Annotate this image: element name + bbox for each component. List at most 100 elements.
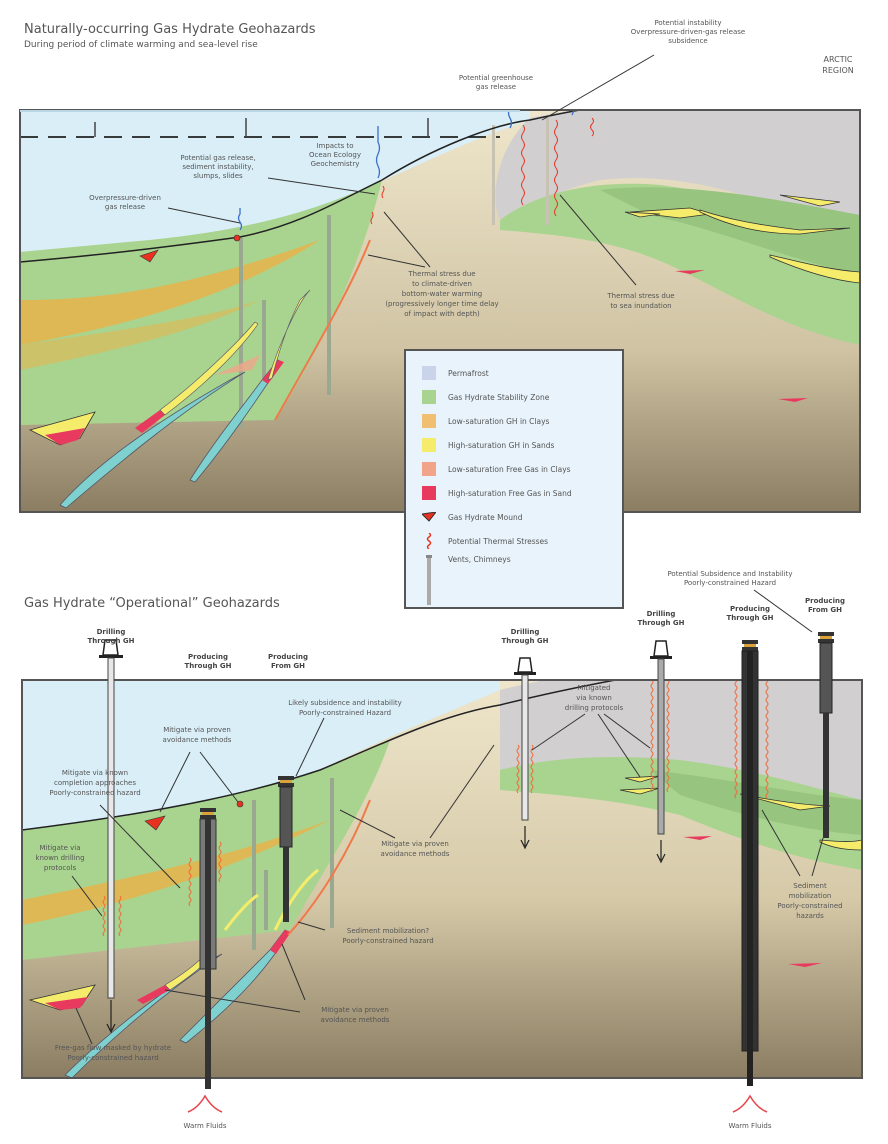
leader-line [167,207,241,224]
leader-line [281,943,306,1001]
wellhead-band [744,644,756,647]
thermal-stress-icon [516,744,520,794]
leader-line [811,837,824,877]
ghsz-arctic [500,757,862,870]
arrow-down-icon [106,1000,116,1034]
rig-base [514,672,536,675]
wellhead-cap [818,632,834,636]
annotation-completion: Mitigate via known completion approaches… [49,769,181,889]
well-label: Producing [805,597,845,605]
thermal-stress-icon [530,744,534,794]
annotation-text: Poorly-constrained Hazard [299,709,391,717]
annotation-avoid-mid: Mitigate via proven avoidance methods [339,744,495,858]
casing [819,642,833,714]
gas-hydrate-mound [233,234,241,242]
gas-hydrate-mound-icon [422,512,436,522]
annotation-mitigated-arctic: Mitigated via known drilling protocols [531,684,651,778]
well-drilling-2[interactable] [514,657,536,850]
legend-label: High-saturation GH in Sands [448,440,555,450]
leader-line [339,809,396,839]
wellhead-cap [742,647,758,651]
leader-line [267,177,376,195]
bottom-panel-title: Gas Hydrate “Operational” Geohazards [24,596,280,611]
permafrost [500,680,862,808]
wellhead-band [280,780,292,783]
leader-line [99,804,181,889]
leader-line [597,713,641,778]
thermal-stress-icon [590,117,594,137]
sand-lens [624,775,661,783]
wellhead-cap [278,783,294,787]
well-drilling-1[interactable] [99,639,123,1034]
well-label: Producing [188,653,228,661]
gas-hydrate-mound [144,815,166,831]
annotation-text: Poorly-constrained hazard [49,789,140,797]
annotation-subsidence-top: Potential Subsidence and Instability Poo… [667,570,813,633]
annotation-text: Sediment mobilization? [347,927,429,935]
vent-chimney [492,125,495,225]
well-label: Producing [268,653,308,661]
water-surface [20,110,520,112]
drill-pipe [657,658,665,835]
annotation-text: avoidance methods [163,736,232,744]
legend: Permafrost Gas Hydrate Stability Zone Lo… [404,349,624,609]
rig-base [650,656,672,659]
vent-chimney [327,215,331,395]
seafloor [20,110,585,263]
legend-label: Potential Thermal Stresses [448,536,549,546]
well-label: Through GH [501,637,548,645]
annotation-text: Mitigate via [39,844,80,852]
annotation-text: Poorly-constrained hazard [342,937,433,945]
annotation-text: Poorly-constrained hazard [67,1054,158,1062]
legend-item-low-sat-gh: Low-saturation GH in Clays [406,411,549,431]
well-producing-through-2[interactable] [741,640,759,1086]
annotation-text: sediment instability, [182,163,253,171]
well-producing-from-2[interactable] [818,632,834,838]
ghsz-arctic-dark [600,187,860,275]
leader-line [297,921,326,931]
free-gas-pocket [788,963,822,967]
legend-item-low-sat-gas: Low-saturation Free Gas in Clays [406,459,571,479]
annotation-overpressure: Overpressure-driven gas release [89,194,241,224]
annotation-text: to climate-driven [412,280,472,288]
thermal-stress-icon [370,211,374,225]
well-label: Drilling [97,628,126,636]
drill-pipe [107,657,115,999]
annotation-likely-subsidence: Likely subsidence and instability Poorly… [288,699,402,777]
hydrate-sand [223,893,259,931]
sand-lens [619,787,661,795]
annotation-text: Geochemistry [311,160,360,168]
legend-label: Gas Hydrate Mound [448,512,523,522]
annotation-text: Overpressure-driven [89,194,161,202]
vent-chimney [264,870,268,930]
arrow-down-icon [656,840,666,864]
annotation-text: Sediment [793,882,827,890]
well-label: From GH [271,662,305,670]
legend-swatch [422,414,436,428]
annotation-text: Mitigate via known [62,769,128,777]
gas-release-arrow [507,110,513,129]
thermal-stress-icon [521,124,525,206]
well-drilling-3[interactable] [650,640,672,864]
annotation-text: Mitigate via proven [321,1006,389,1014]
gas-release-arrow [237,208,243,231]
sand-lens [779,194,841,207]
well-label: From GH [808,606,842,614]
leader-line [159,751,191,813]
well-producing-from-1[interactable] [278,776,294,922]
annotation-text: Potential gas release, [180,154,255,162]
sand-lens [699,209,851,235]
production-pipe [283,847,289,922]
annotation-text: known drilling [35,854,84,862]
ghsz-shelf [20,180,382,425]
annotation-text: to sea inundation [610,302,671,310]
annotation-text: mobilization [789,892,832,900]
clay-band-2 [20,300,260,370]
gas-release-arrow [375,126,381,179]
gas-hydrate-mound [139,249,159,263]
well-producing-through-1[interactable] [199,808,217,1089]
leader-line [761,809,801,877]
leader-line [753,589,813,633]
ocean-water [20,110,530,252]
leader-line [541,54,655,121]
